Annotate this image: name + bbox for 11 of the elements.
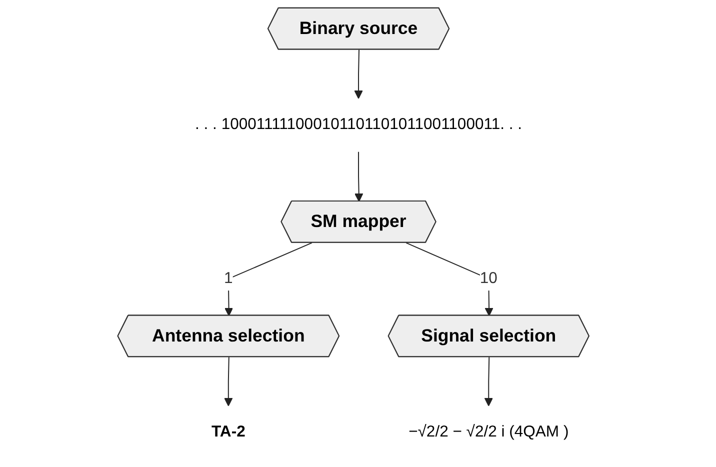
edge-label: 10 bbox=[480, 270, 498, 287]
node-text: TA-2 bbox=[211, 424, 246, 440]
node-text: −√2/2 − √2/2 i (4QAM ) bbox=[408, 424, 569, 440]
arrow bbox=[484, 356, 493, 406]
edge-label: 1 bbox=[224, 270, 233, 287]
arrow bbox=[354, 151, 364, 202]
arrow bbox=[354, 49, 363, 99]
arrow bbox=[406, 242, 494, 316]
node-text: . . . 100011111000101101101011001100011. . . bbox=[195, 116, 522, 134]
arrow bbox=[224, 356, 233, 406]
arrow bbox=[224, 242, 312, 316]
